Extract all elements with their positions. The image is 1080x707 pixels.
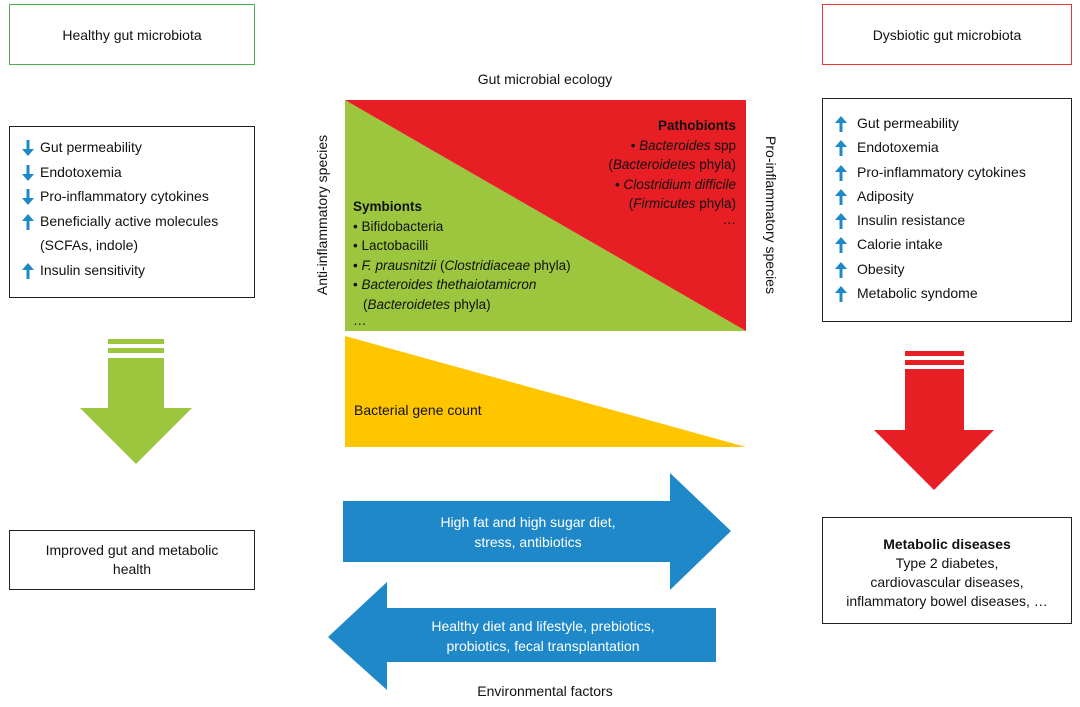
dysbiotic-effect-item: Gut permeability	[835, 115, 1061, 139]
healthy-effect-item: (SCFAs, indole)	[22, 237, 244, 262]
pathobiont-line-4: (Firmicutes phyla)	[628, 196, 736, 211]
symbiont-line-2: • Lactobacilli	[353, 238, 429, 253]
ecology-caption: Gut microbial ecology	[477, 71, 613, 87]
arrow-up-icon	[22, 262, 40, 279]
pathobiont-line-1: • Bacteroides spp	[630, 137, 736, 153]
arrow-up-icon	[835, 212, 857, 230]
healthy-outcome-line1: Improved gut and metabolic	[45, 542, 219, 558]
dysbiotic-effect-item: Endotoxemia	[835, 139, 1061, 163]
healthy-effect-item-label: Insulin sensitivity	[40, 261, 146, 278]
arrow-up-icon	[835, 139, 857, 157]
healthy-effect-item-label: (SCFAs, indole)	[40, 237, 139, 253]
pathobiont-ellipsis: …	[722, 211, 737, 227]
dysbiotic-effect-item: Insulin resistance	[835, 212, 1061, 236]
healthy-effect-item: Beneficially active molecules	[22, 213, 244, 238]
pathobiont-line-2: (Bacteroidetes phyla)	[608, 157, 736, 172]
dysbiotic-title: Dysbiotic gut microbiota	[872, 26, 1022, 43]
pathobionts-text: Pathobionts • Bacteroides spp (Bacteroid…	[608, 116, 736, 226]
healthy-effect-item: Endotoxemia	[22, 164, 244, 189]
arrow-up-icon	[835, 285, 857, 303]
dysbiotic-effect-item: Obesity	[835, 261, 1061, 285]
healthy-effect-item-label: Endotoxemia	[40, 163, 122, 180]
arrow-up-icon	[835, 188, 857, 205]
left-blue-arrow	[328, 582, 716, 690]
gene-count-wedge	[345, 336, 746, 447]
pathobionts-triangle	[345, 100, 746, 331]
arrow-down-icon	[22, 139, 40, 156]
arrow-down-icon	[22, 188, 40, 205]
dysbiotic-effect-item-label: Calorie intake	[857, 236, 943, 253]
symbionts-title: Symbionts	[353, 199, 423, 214]
dysbiotic-effect-item: Calorie intake	[835, 236, 1061, 260]
arrow-up-icon	[835, 236, 857, 254]
healthy-down-arrow	[80, 339, 192, 464]
symbiont-line-5: (Bacteroidetes phyla)	[363, 296, 491, 312]
pro-inflammatory-label: Pro-inflammatory species	[763, 136, 779, 294]
right-arrow-label: High fat and high sugar diet, stress, an…	[440, 514, 616, 550]
arrow-down-icon	[22, 164, 40, 181]
healthy-header: Healthy gut microbiota	[9, 4, 255, 65]
environment-caption: Environmental factors	[477, 683, 613, 699]
healthy-effect-item-label: Gut permeability	[40, 139, 142, 155]
healthy-outcome-line2: health	[112, 561, 152, 577]
dysbiotic-outcome-line2: cardiovascular diseases,	[870, 574, 1024, 590]
healthy-effect-item: Pro-inflammatory cytokines	[22, 188, 244, 213]
dysbiotic-effect-item-label: Pro-inflammatory cytokines	[857, 163, 1026, 180]
dysbiotic-effect-item-label: Endotoxemia	[857, 139, 939, 156]
pathobionts-title: Pathobionts	[658, 118, 736, 133]
arrow-up-icon	[835, 164, 857, 181]
dysbiotic-outcome-box: Metabolic diseases Type 2 diabetes, card…	[822, 517, 1072, 624]
dysbiotic-down-arrow	[874, 351, 994, 490]
healthy-effect-item-label: Pro-inflammatory cytokines	[40, 188, 209, 204]
symbiont-line-4: • Bacteroides thethaiotamicron	[353, 277, 537, 292]
symbiont-line-3: • F. prausnitzii (Clostridiaceae phyla)	[353, 257, 571, 273]
healthy-effect-item: Gut permeability	[22, 139, 244, 164]
dysbiotic-outcome-title: Metabolic diseases	[883, 536, 1011, 552]
healthy-outcome-box: Improved gut and metabolic health	[9, 530, 255, 590]
healthy-effect-item-label: Beneficially active molecules	[40, 212, 219, 229]
arrow-up-icon	[835, 261, 857, 278]
dysbiotic-effect-item: Metabolic syndome	[835, 285, 1061, 309]
arrow-up-icon	[835, 115, 857, 132]
anti-inflammatory-label: Anti-inflammatory species	[314, 134, 330, 296]
dysbiotic-outcome-line1: Type 2 diabetes,	[895, 555, 999, 571]
pathobiont-line-3: • Clostridium difficile	[614, 176, 736, 192]
symbiont-line-1: • Bifidobacteria	[353, 218, 444, 234]
dysbiotic-effect-item-label: Gut permeability	[857, 115, 959, 131]
arrow-up-icon	[22, 213, 40, 230]
left-arrow-label: Healthy diet and lifestyle, prebiotics, …	[431, 618, 655, 654]
right-blue-arrow	[343, 473, 731, 590]
dysbiotic-effect-item-label: Insulin resistance	[857, 212, 966, 229]
symbiont-ellipsis: …	[353, 313, 367, 328]
dysbiotic-effect-item-label: Adiposity	[857, 187, 914, 204]
dysbiotic-header: Dysbiotic gut microbiota	[822, 4, 1072, 65]
dysbiotic-effect-item: Pro-inflammatory cytokines	[835, 164, 1061, 188]
dysbiotic-effect-item: Adiposity	[835, 188, 1061, 212]
healthy-effect-item: Insulin sensitivity	[22, 262, 244, 287]
healthy-title: Healthy gut microbiota	[62, 26, 202, 43]
gene-count-label: Bacterial gene count	[354, 402, 482, 418]
dysbiotic-outcome-line3: inflammatory bowel diseases, …	[846, 593, 1048, 609]
dysbiotic-effect-item-label: Obesity	[857, 260, 905, 277]
dysbiotic-effect-item-label: Metabolic syndome	[857, 285, 978, 302]
symbionts-text: Symbionts • Bifidobacteria • Lactobacill…	[353, 197, 571, 328]
